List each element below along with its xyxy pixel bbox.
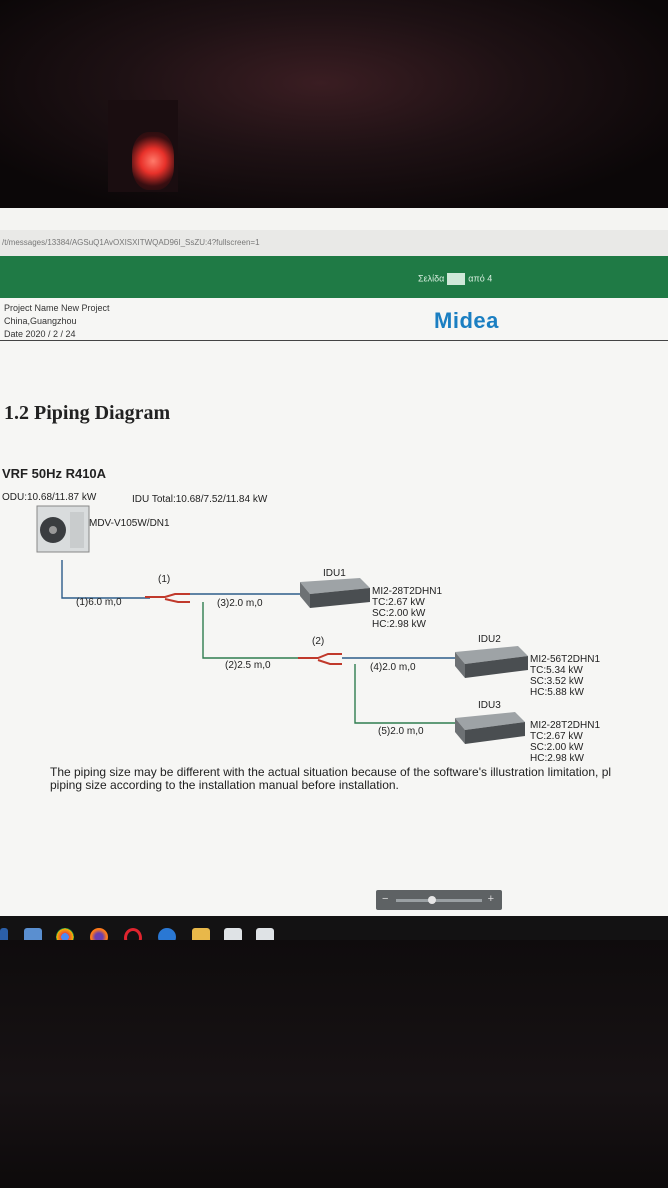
branch-joint-2-icon xyxy=(298,653,342,665)
idu3-model: MI2-28T2DHN1 xyxy=(530,720,601,731)
zoom-in-button[interactable]: + xyxy=(487,893,494,905)
zoom-slider-handle[interactable] xyxy=(428,896,436,904)
idu1-sc: SC:2.00 kW xyxy=(372,608,426,619)
header-divider xyxy=(0,340,668,341)
odu-model-label: MDV-V105W/DN1 xyxy=(89,518,170,529)
branch-joint-1-icon xyxy=(145,593,190,603)
desk-background xyxy=(0,940,668,1188)
idu1-name: IDU1 xyxy=(323,568,346,579)
project-date: Date 2020 / 2 / 24 xyxy=(4,329,76,339)
outdoor-unit-icon xyxy=(36,505,90,553)
zoom-control[interactable]: − + xyxy=(376,890,502,910)
idu1-tc: TC:2.67 kW xyxy=(372,597,425,608)
idu3-spec: MI2-28T2DHN1 TC:2.67 kW SC:2.00 kW HC:2.… xyxy=(530,720,600,764)
project-name: Project Name New Project xyxy=(4,303,110,313)
system-title: VRF 50Hz R410A xyxy=(2,466,107,481)
idu3-sc: SC:2.00 kW xyxy=(530,742,584,753)
idu3-unit-icon xyxy=(455,712,525,744)
odu-capacity: ODU:10.68/11.87 kW xyxy=(2,492,97,503)
pipe-5-label: (5)2.0 m,0 xyxy=(378,726,424,737)
idu2-model: MI2-56T2DHN1 xyxy=(530,654,601,665)
idu3-name: IDU3 xyxy=(478,700,501,711)
piping-lines xyxy=(36,505,528,744)
idu3-tc: TC:2.67 kW xyxy=(530,731,583,742)
note-line-2: piping size according to the installatio… xyxy=(50,778,399,792)
address-bar[interactable]: /t/messages/13384/AGSuQ1AvOXISXITWQAD96I… xyxy=(0,230,668,259)
page-count: από 4 xyxy=(468,273,493,284)
idu1-unit-icon xyxy=(300,578,370,608)
branch-1-label: (1) xyxy=(158,574,171,585)
branch-2-label: (2) xyxy=(312,636,325,647)
pipe-4-label: (4)2.0 m,0 xyxy=(370,662,416,673)
pipe-3-label: (3)2.0 m,0 xyxy=(217,598,263,609)
zoom-slider-track[interactable] xyxy=(396,899,482,902)
page-number-input[interactable] xyxy=(447,273,466,285)
piping-diagram: MDV-V105W/DN1 (1) (1)6.0 m,0 (3)2.0 m,0 … xyxy=(0,498,668,798)
room-background xyxy=(0,0,668,208)
idu1-hc: HC:2.98 kW xyxy=(372,619,426,630)
monitor-screen: /t/messages/13384/AGSuQ1AvOXISXITWQAD96I… xyxy=(0,208,668,930)
note-line-1: The piping size may be different with th… xyxy=(50,765,612,779)
neon-sign xyxy=(132,132,174,190)
idu1-model: MI2-28T2DHN1 xyxy=(372,586,443,597)
idu2-name: IDU2 xyxy=(478,634,501,645)
url-text[interactable]: /t/messages/13384/AGSuQ1AvOXISXITWQAD96I… xyxy=(2,238,260,247)
idu2-unit-icon xyxy=(455,646,528,678)
pdf-viewer-toolbar xyxy=(0,256,668,298)
pipe-1-label: (1)6.0 m,0 xyxy=(76,597,122,608)
midea-logo: Midea xyxy=(434,308,499,333)
idu1-spec: MI2-28T2DHN1 TC:2.67 kW SC:2.00 kW HC:2.… xyxy=(372,586,442,630)
pipe-2-label: (2)2.5 m,0 xyxy=(225,660,271,671)
idu2-tc: TC:5.34 kW xyxy=(530,665,583,676)
pdf-page: Project Name New Project China,Guangzhou… xyxy=(0,298,668,930)
idu-total-capacity: IDU Total:10.68/7.52/11.84 kW xyxy=(132,494,268,505)
page-indicator: Σελίδα από 4 xyxy=(418,273,492,285)
zoom-out-button[interactable]: − xyxy=(382,893,389,905)
idu2-hc: HC:5.88 kW xyxy=(530,687,584,698)
idu2-spec: MI2-56T2DHN1 TC:5.34 kW SC:3.52 kW HC:5.… xyxy=(530,654,600,698)
project-location: China,Guangzhou xyxy=(4,316,77,326)
idu3-hc: HC:2.98 kW xyxy=(530,753,584,764)
section-title: 1.2 Piping Diagram xyxy=(4,402,171,424)
start-icon[interactable] xyxy=(0,928,8,946)
idu2-sc: SC:3.52 kW xyxy=(530,676,584,687)
page-label: Σελίδα xyxy=(418,273,445,284)
piping-note: The piping size may be different with th… xyxy=(50,766,668,792)
